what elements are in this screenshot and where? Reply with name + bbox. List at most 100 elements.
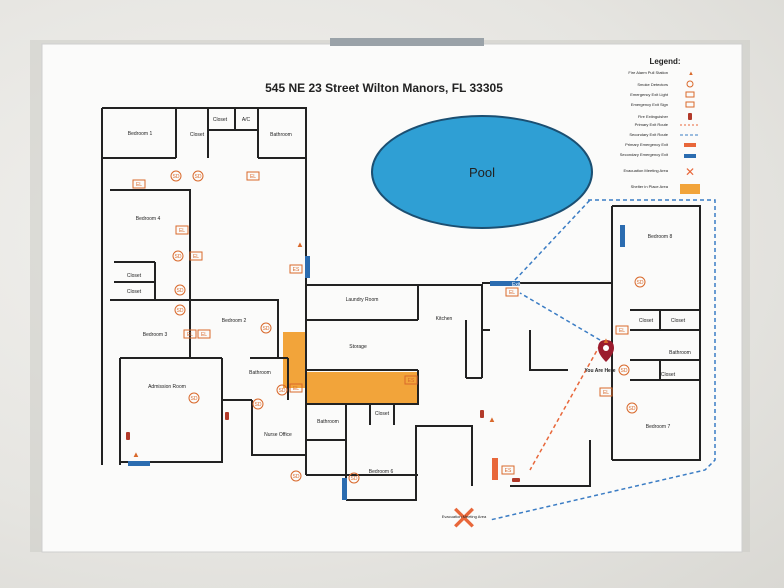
svg-text:EL: EL	[179, 228, 185, 234]
room-bathroom-b: Bathroom	[249, 370, 271, 376]
pull-stations: ▲ ▲ ▲ ▲	[132, 240, 610, 459]
svg-text:EL: EL	[193, 254, 199, 260]
smoke-detector-icon: SD	[188, 392, 200, 404]
svg-text:SD: SD	[173, 174, 180, 180]
secondary-route-north	[519, 292, 601, 341]
pull-station-icon: ▲	[602, 336, 610, 345]
legend-item-pull-station: Fire Alarm Pull Station	[628, 70, 668, 75]
shelter-swatch	[680, 184, 700, 194]
extinguisher-icon	[480, 410, 484, 418]
svg-text:SD: SD	[177, 288, 184, 294]
smoke-detector-icon: SD	[174, 304, 186, 316]
room-closet-a: Closet	[190, 132, 205, 138]
safety-markers: EL EL EL EL EL EL EL EL EL EL ES ES ES	[132, 171, 629, 475]
exit-light-marker: EL	[189, 251, 203, 261]
room-closet-g: Closet	[671, 318, 686, 324]
room-closet-h: Closet	[661, 372, 676, 378]
room-storage: Storage	[349, 344, 367, 350]
smoke-detector-icon: SD	[348, 472, 360, 484]
room-bedroom-1: Bedroom 1	[128, 131, 153, 137]
room-laundry: Laundry Room	[346, 297, 379, 303]
room-bedroom-2: Bedroom 2	[222, 318, 247, 324]
legend-item-meeting-area: Evacuation Meeting Area	[624, 168, 669, 173]
exit-light-marker: EL	[505, 287, 519, 297]
floor-plan-walls	[101, 107, 701, 501]
exit-light-marker: EL	[246, 171, 260, 181]
svg-text:SD: SD	[621, 368, 628, 374]
legend-item-smoke: Smoke Detectors	[637, 82, 668, 87]
room-admission: Admission Room	[148, 384, 186, 390]
legend: Legend: Fire Alarm Pull Station ▲ Smoke …	[620, 57, 700, 194]
smoke-detector-icon: SD	[172, 250, 184, 262]
room-closet-d: Closet	[127, 289, 142, 295]
secondary-route-pool	[514, 199, 591, 281]
smoke-detector-icon: SD	[626, 402, 638, 414]
primary-exit	[492, 458, 498, 480]
room-bathroom-c: Bathroom	[317, 419, 339, 425]
svg-text:EL: EL	[250, 174, 256, 180]
svg-text:SD: SD	[195, 174, 202, 180]
svg-text:SD: SD	[263, 326, 270, 332]
room-bedroom-6: Bedroom 6	[369, 469, 394, 475]
svg-text:EL: EL	[603, 390, 609, 396]
extinguisher-icon	[512, 478, 520, 482]
svg-text:SD: SD	[175, 254, 182, 260]
extinguisher-icon	[688, 113, 692, 120]
exit-light-marker: EL	[615, 325, 629, 335]
svg-text:SD: SD	[351, 476, 358, 482]
smoke-detectors: SD SD SD SD SD SD SD SD SD SD SD SD SD S…	[170, 170, 646, 484]
secondary-exit-swatch	[684, 154, 696, 158]
smoke-detector-icon: SD	[260, 322, 272, 334]
tape-strip	[330, 38, 484, 46]
room-ac: A/C	[242, 117, 251, 123]
pool-label: Pool	[469, 165, 495, 180]
legend-item-extinguisher: Fire Extinguisher	[638, 114, 669, 119]
exit-sign-icon	[685, 101, 695, 108]
smoke-detector-icon: SD	[252, 398, 264, 410]
exit-light-icon	[685, 91, 695, 98]
smoke-detector-icon: SD	[618, 364, 630, 376]
svg-text:SD: SD	[177, 308, 184, 314]
room-closet-f: Closet	[639, 318, 654, 324]
pull-station-icon: ▲	[488, 415, 496, 424]
room-kitchen: Kitchen	[436, 316, 453, 322]
smoke-detector-icon: SD	[174, 284, 186, 296]
smoke-detector-icon: SD	[290, 470, 302, 482]
exit-sign-marker: ES	[404, 375, 418, 385]
exit-light-marker: EL	[197, 329, 211, 339]
room-labels: Bedroom 1 Closet Closet A/C Bathroom Bed…	[127, 117, 691, 475]
room-bedroom-3: Bedroom 3	[143, 332, 168, 338]
smoke-detector-icon: SD	[276, 384, 288, 396]
room-bathroom-a: Bathroom	[270, 132, 292, 138]
legend-item-exit-sign: Emergency Exit Sign	[631, 102, 668, 107]
exit-light-marker: EL	[183, 329, 197, 339]
meeting-area-x-icon: ✕	[450, 500, 479, 538]
meeting-area-icon: ✕	[685, 165, 695, 179]
extinguisher-icon	[126, 432, 130, 440]
secondary-exits	[128, 225, 625, 500]
svg-text:ES: ES	[505, 468, 512, 474]
exit-light-marker: EL	[599, 387, 613, 397]
you-are-here-label: You Are Here	[584, 368, 615, 374]
svg-text:ES: ES	[293, 267, 300, 273]
room-bedroom-7: Bedroom 7	[646, 424, 671, 430]
legend-item-primary-exit: Primary Emergency Exit	[625, 142, 669, 147]
shelter-area-corridor	[307, 372, 417, 404]
primary-exit-swatch	[684, 143, 696, 147]
map-title: 545 NE 23 Street Wilton Manors, FL 33305	[265, 81, 503, 95]
room-bedroom-4: Bedroom 4	[136, 216, 161, 222]
smoke-detector-icon: SD	[192, 170, 204, 182]
exit-label: Exit	[512, 282, 521, 288]
svg-text:EL: EL	[201, 332, 207, 338]
exit-light-marker: EL	[132, 179, 146, 189]
evacuation-meeting-area: ✕ Evacuation Meeting Area	[442, 500, 487, 538]
exit-sign-marker: ES	[501, 465, 515, 475]
paper-sheet	[41, 43, 743, 553]
svg-text:EL: EL	[187, 332, 193, 338]
room-closet-b: Closet	[213, 117, 228, 123]
svg-text:ES: ES	[408, 378, 415, 384]
exit-sign-marker: ES	[289, 264, 303, 274]
meeting-area-label: Evacuation Meeting Area	[442, 514, 487, 519]
svg-text:EL: EL	[136, 182, 142, 188]
